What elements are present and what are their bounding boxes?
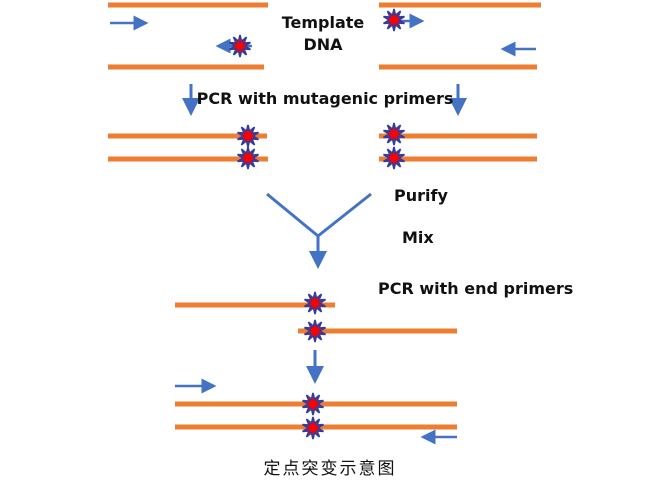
purify-label: Purify xyxy=(394,186,448,205)
pcr-mutagenic-label: PCR with mutagenic primers xyxy=(197,89,454,108)
mutation-star-icon xyxy=(383,122,405,146)
mutation-star-icon xyxy=(383,8,405,32)
dna-strands xyxy=(108,2,541,430)
process-flow-arrows xyxy=(182,84,467,384)
mutation-star-icon xyxy=(304,291,326,315)
mutation-star-icon xyxy=(383,146,405,170)
template-label-line2: DNA xyxy=(303,35,343,54)
mutation-star-icon xyxy=(302,416,324,440)
diagram-caption: 定点突变示意图 xyxy=(264,459,397,479)
mutation-sites xyxy=(229,8,405,440)
pcr-end-label: PCR with end primers xyxy=(378,279,573,298)
template-label-line1: Template xyxy=(282,13,365,32)
mutation-star-icon xyxy=(302,392,324,416)
merge-lines xyxy=(266,192,372,238)
mutation-star-icon xyxy=(304,319,326,343)
mix-label: Mix xyxy=(402,228,434,247)
mutation-star-icon xyxy=(229,34,251,58)
primer-arrows xyxy=(110,13,536,445)
mutation-star-icon xyxy=(237,146,259,170)
